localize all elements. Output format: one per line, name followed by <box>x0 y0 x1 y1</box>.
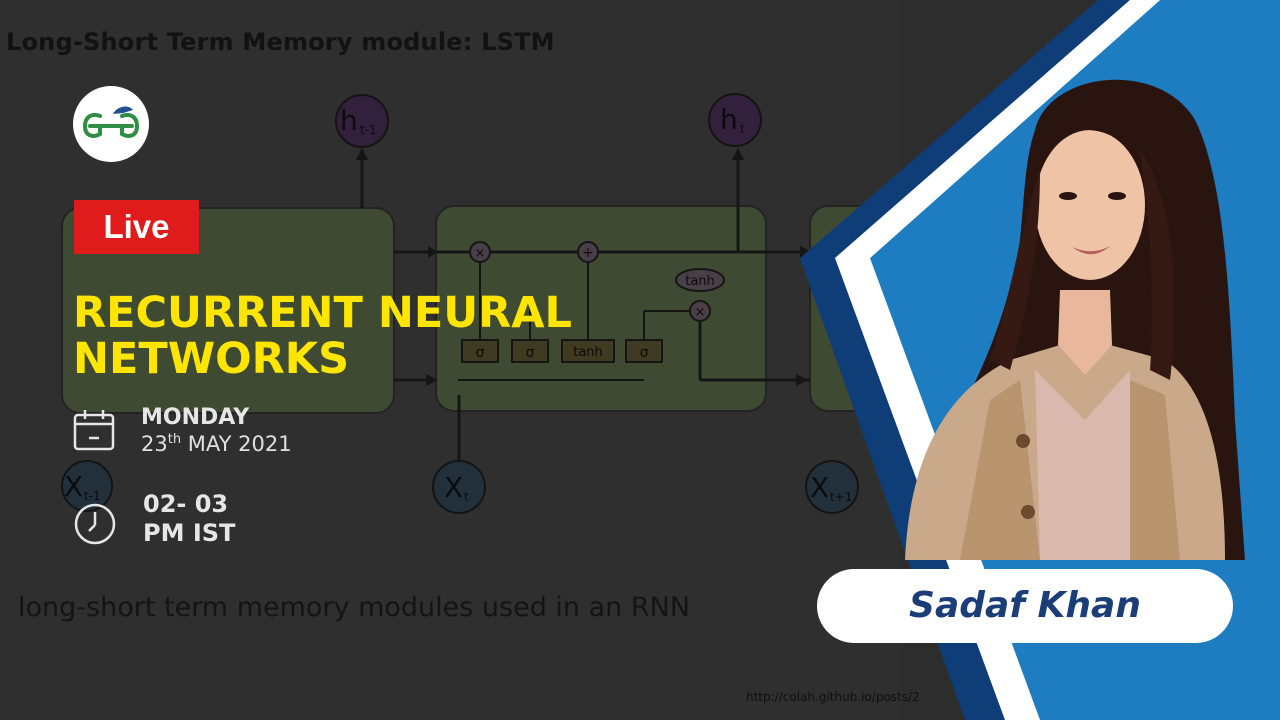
schedule-date: 23th MAY 2021 <box>141 432 292 456</box>
date-day: 23 <box>141 432 168 456</box>
x-t-label: X <box>444 471 463 504</box>
schedule-day: MONDAY <box>141 405 250 430</box>
x-next-label: X <box>810 471 829 504</box>
gate-sigma-1: σ <box>476 345 485 361</box>
live-badge-label: Live <box>103 208 170 245</box>
h-t-subscript: t <box>740 122 745 136</box>
slide-caption: long-short term memory modules used in a… <box>18 592 691 623</box>
presenter-photo <box>905 79 1245 560</box>
gate-sigma-2: σ <box>526 345 535 361</box>
x-next-subscript: t+1 <box>830 490 852 504</box>
panel-white-top <box>835 0 1160 258</box>
presenter-name: Sadaf Khan <box>909 585 1141 626</box>
date-suffix: th <box>167 432 182 447</box>
headline-line-2: NETWORKS <box>73 334 350 384</box>
multiply-op-label-2: × <box>695 305 706 320</box>
slide-title: Long-Short Term Memory module: LSTM <box>6 28 555 56</box>
panel-outer-navy <box>800 0 1130 258</box>
calendar-icon <box>73 410 115 451</box>
gate-sigma-3: σ <box>640 345 649 361</box>
schedule-time-range: 02- 03 <box>143 490 229 518</box>
gfg-logo-icon <box>73 86 149 162</box>
x-prev-subscript: t-1 <box>84 489 101 503</box>
add-op-label: + <box>582 245 594 261</box>
slide-url: http://colah.github.io/posts/2 <box>746 690 920 704</box>
headline-line-1: RECURRENT NEURAL <box>73 288 572 338</box>
h-prev-label: h <box>340 104 358 137</box>
date-rest: MAY 2021 <box>181 432 292 456</box>
tanh-op-label: tanh <box>685 274 715 289</box>
x-prev-label: X <box>64 470 83 503</box>
live-badge: Live <box>74 200 199 254</box>
presenter-name-pill: Sadaf Khan <box>817 569 1233 643</box>
clock-icon <box>74 503 116 545</box>
multiply-op-label: × <box>475 246 486 261</box>
x-t-subscript: t <box>464 490 469 504</box>
headline: RECURRENT NEURAL NETWORKS <box>73 290 572 382</box>
h-t-label: h <box>720 103 738 136</box>
schedule-time-zone: PM IST <box>143 519 236 547</box>
gate-tanh: tanh <box>573 345 603 360</box>
h-prev-subscript: t-1 <box>360 123 377 137</box>
